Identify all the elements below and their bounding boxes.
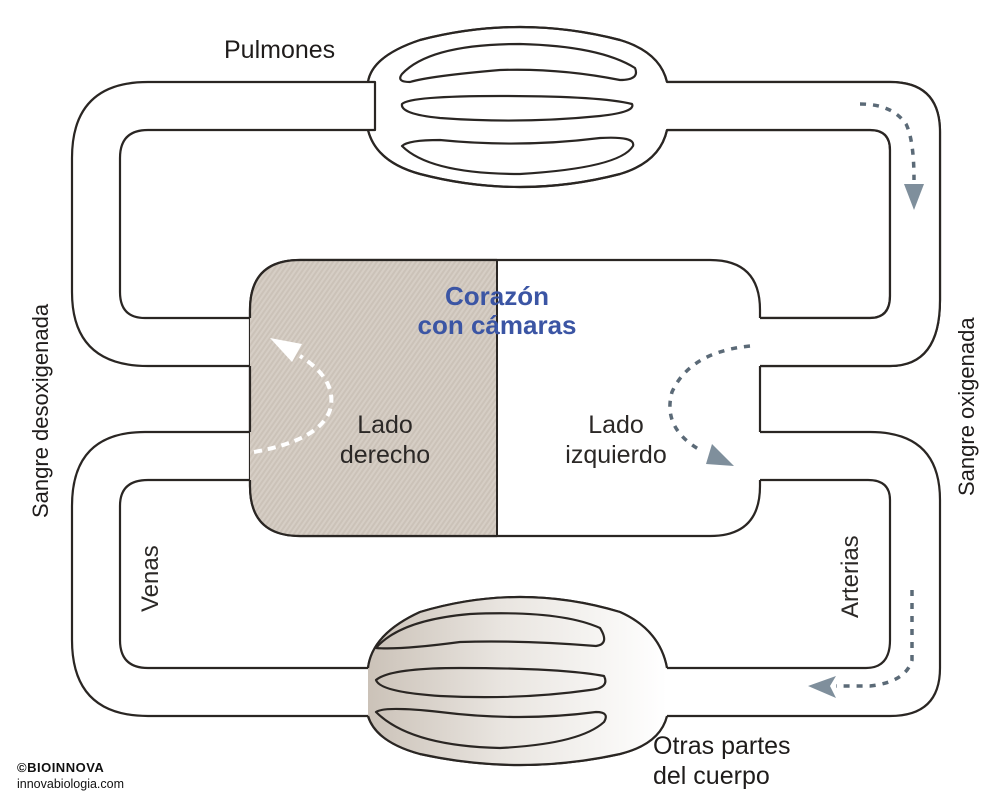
arrowhead-icon xyxy=(706,444,734,466)
body-capillary-2 xyxy=(374,666,607,699)
left-side-label-line1: Lado xyxy=(588,411,644,439)
veins-label: Venas xyxy=(137,545,164,612)
aorta-vessel xyxy=(667,430,942,718)
body-label-line2: del cuerpo xyxy=(653,762,770,790)
deoxygenated-pathway xyxy=(70,80,498,718)
right-side-label-line1: Lado xyxy=(357,411,413,439)
deoxy-flow-arrow-heart-right xyxy=(253,354,334,454)
heart-title-line1: Corazón xyxy=(445,281,549,311)
oxygenated-blood-label: Sangre oxigenada xyxy=(954,317,979,496)
lungs xyxy=(366,25,942,368)
credit-url: innovabiologia.com xyxy=(17,777,124,791)
credit-brand: ©BIOINNOVA xyxy=(17,760,104,775)
lung-capillary-2 xyxy=(400,94,634,122)
vena-cava-vessel xyxy=(70,430,377,718)
arrowhead-icon xyxy=(904,184,924,210)
arrowhead-icon xyxy=(84,586,102,612)
arrowhead-icon xyxy=(172,96,196,116)
body-capillary-3 xyxy=(374,707,607,750)
pulmonary-artery-vessel xyxy=(70,80,377,368)
oxygenated-pathway xyxy=(497,258,942,718)
lung-capillary-3 xyxy=(400,136,635,176)
oxy-flow-arrow-to-body xyxy=(836,590,914,688)
flow-arrows xyxy=(84,96,924,698)
lung-capillary-1 xyxy=(399,42,638,84)
heart-left-side xyxy=(497,258,762,318)
arteries-label: Arterias xyxy=(837,535,864,618)
deoxy-flow-arrow-from-body xyxy=(92,608,151,692)
deoxygenated-blood-label: Sangre desoxigenada xyxy=(28,303,53,518)
right-side-label-line2: derecho xyxy=(340,441,430,469)
arrowhead-icon xyxy=(808,676,836,698)
arrowhead-icon xyxy=(270,338,302,362)
deoxy-flow-arrow-to-lungs xyxy=(94,102,173,205)
heart-title-line2: con cámaras xyxy=(418,310,577,340)
oxy-flow-arrow-from-lungs xyxy=(859,102,916,181)
body-label-line1: Otras partes xyxy=(653,732,791,760)
left-side-label-line2: izquierdo xyxy=(565,441,666,469)
body-capillaries xyxy=(366,595,669,767)
oxy-flow-arrow-heart-left xyxy=(668,344,751,452)
body-capillary-1 xyxy=(374,612,606,650)
lungs-label: Pulmones xyxy=(224,36,335,64)
